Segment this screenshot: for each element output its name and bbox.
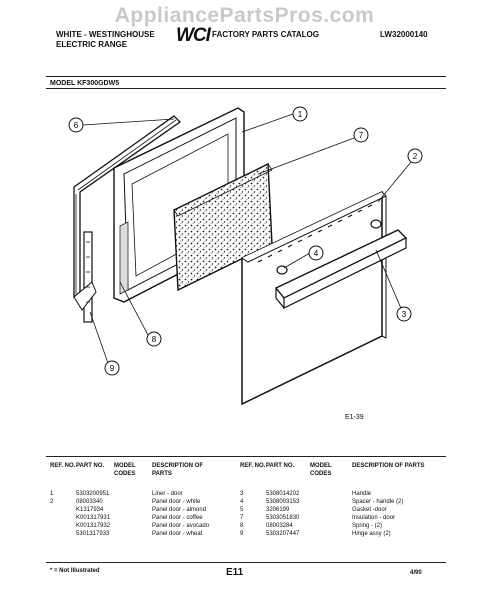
revision-date: 4/90 — [410, 570, 422, 576]
wci-logo: WCI — [176, 25, 211, 46]
col-model: MODEL CODES — [114, 463, 136, 477]
parts-list-right: REF. NO. PART NO. MODEL CODES DESCRIPTIO… — [240, 462, 432, 538]
svg-text:2: 2 — [413, 152, 418, 161]
callout-8: 8 — [146, 331, 162, 347]
col-part: PART NO. — [266, 463, 295, 469]
callout-7: 7 — [353, 127, 369, 143]
parts-header-row: REF. NO. PART NO. MODEL CODES DESCRIPTIO… — [50, 462, 222, 478]
col-desc: DESCRIPTION OF PARTS — [152, 463, 204, 477]
parts-rule — [46, 456, 446, 457]
col-ref: REF. NO. — [50, 463, 76, 469]
parts-list-left: REF. NO. PART NO. MODEL CODES DESCRIPTIO… — [50, 462, 222, 538]
callout-9: 9 — [104, 360, 120, 376]
callout-4: 4 — [308, 245, 324, 261]
svg-text:7: 7 — [359, 131, 364, 140]
svg-text:6: 6 — [74, 121, 79, 130]
figure-code: E1-39 — [345, 414, 364, 421]
door-vent-slots — [257, 204, 373, 263]
brand-block: WHITE - WESTINGHOUSE ELECTRIC RANGE — [56, 30, 155, 50]
not-illustrated-note: * = Not Illustrated — [50, 568, 100, 574]
footer-rule — [46, 562, 446, 563]
svg-text:9: 9 — [110, 364, 115, 373]
col-model: MODEL CODES — [310, 463, 332, 477]
catalog-number: LW32000140 — [380, 30, 428, 39]
header-rule — [46, 76, 446, 77]
catalog-title: FACTORY PARTS CATALOG — [212, 30, 319, 39]
page-number: E11 — [226, 567, 244, 578]
svg-text:3: 3 — [402, 310, 407, 319]
col-desc: DESCRIPTION OF PARTS — [352, 463, 425, 469]
brand-line-1: WHITE - WESTINGHOUSE — [56, 30, 155, 39]
svg-text:4: 4 — [314, 249, 319, 258]
col-part: PART NO. — [76, 463, 105, 469]
leader-lines — [82, 113, 412, 367]
handle-part — [274, 229, 408, 309]
model-label: MODEL KF300GDW5 — [50, 80, 120, 87]
watermark: AppliancePartsPros.com — [114, 4, 375, 27]
svg-text:8: 8 — [152, 335, 157, 344]
callout-1: 1 — [292, 106, 308, 122]
callout-6: 6 — [68, 117, 84, 133]
door-panel-part — [241, 190, 387, 406]
model-rule — [46, 88, 446, 89]
callout-3: 3 — [396, 306, 412, 322]
col-ref: REF. NO. — [240, 463, 266, 469]
brand-line-2: ELECTRIC RANGE — [56, 40, 128, 49]
callout-2: 2 — [407, 148, 423, 164]
parts-header-row: REF. NO. PART NO. MODEL CODES DESCRIPTIO… — [240, 462, 432, 478]
oven-door-exploded-diagram: 6 1 7 2 4 3 8 9 — [68, 106, 423, 406]
hinge-part — [73, 231, 97, 323]
svg-text:1: 1 — [298, 110, 303, 119]
